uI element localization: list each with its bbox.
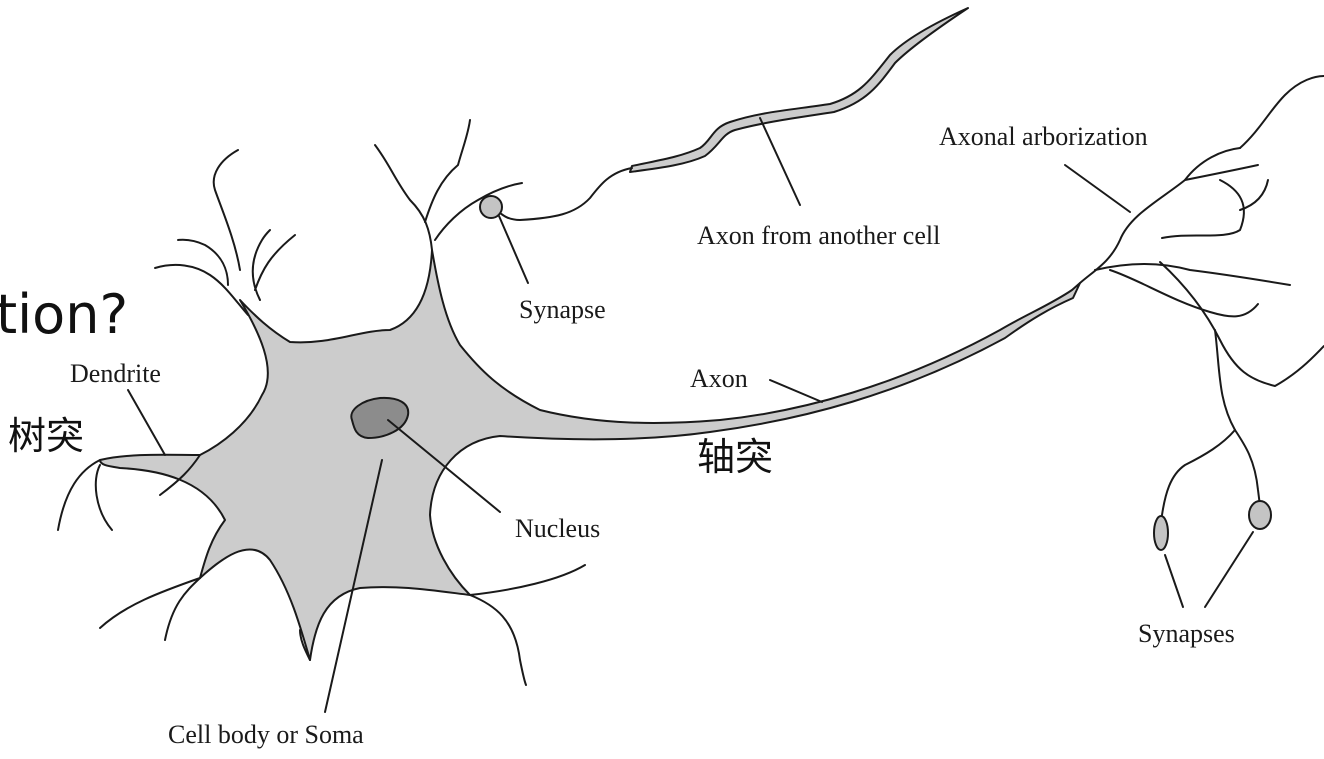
terminal-synapse-right [1249, 501, 1271, 529]
pointer-synapses-left [1165, 555, 1183, 607]
label-cell-body: Cell body or Soma [168, 722, 364, 748]
label-synapse: Synapse [519, 297, 606, 323]
title-fragment: tion? [0, 288, 128, 342]
pointer-axon [770, 380, 822, 402]
label-axonal-arborization: Axonal arborization [939, 124, 1148, 150]
label-dendrite-cn: 树突 [8, 417, 84, 455]
pointer-synapse [499, 216, 528, 283]
label-synapses: Synapses [1138, 621, 1235, 647]
pointer-dendrite [128, 390, 165, 455]
label-dendrite: Dendrite [70, 361, 161, 387]
label-nucleus: Nucleus [515, 516, 600, 542]
terminal-synapse-left [1154, 516, 1168, 550]
synapse-bulb [480, 196, 502, 218]
incoming-axon [630, 8, 968, 172]
pointer-synapses-right [1205, 532, 1253, 607]
label-axon-from-another-cell: Axon from another cell [697, 223, 940, 249]
pointer-axon-other-cell [760, 118, 800, 205]
pointer-axonal-arborization [1065, 165, 1130, 212]
label-axon: Axon [690, 366, 748, 392]
label-axon-cn: 轴突 [697, 438, 773, 476]
